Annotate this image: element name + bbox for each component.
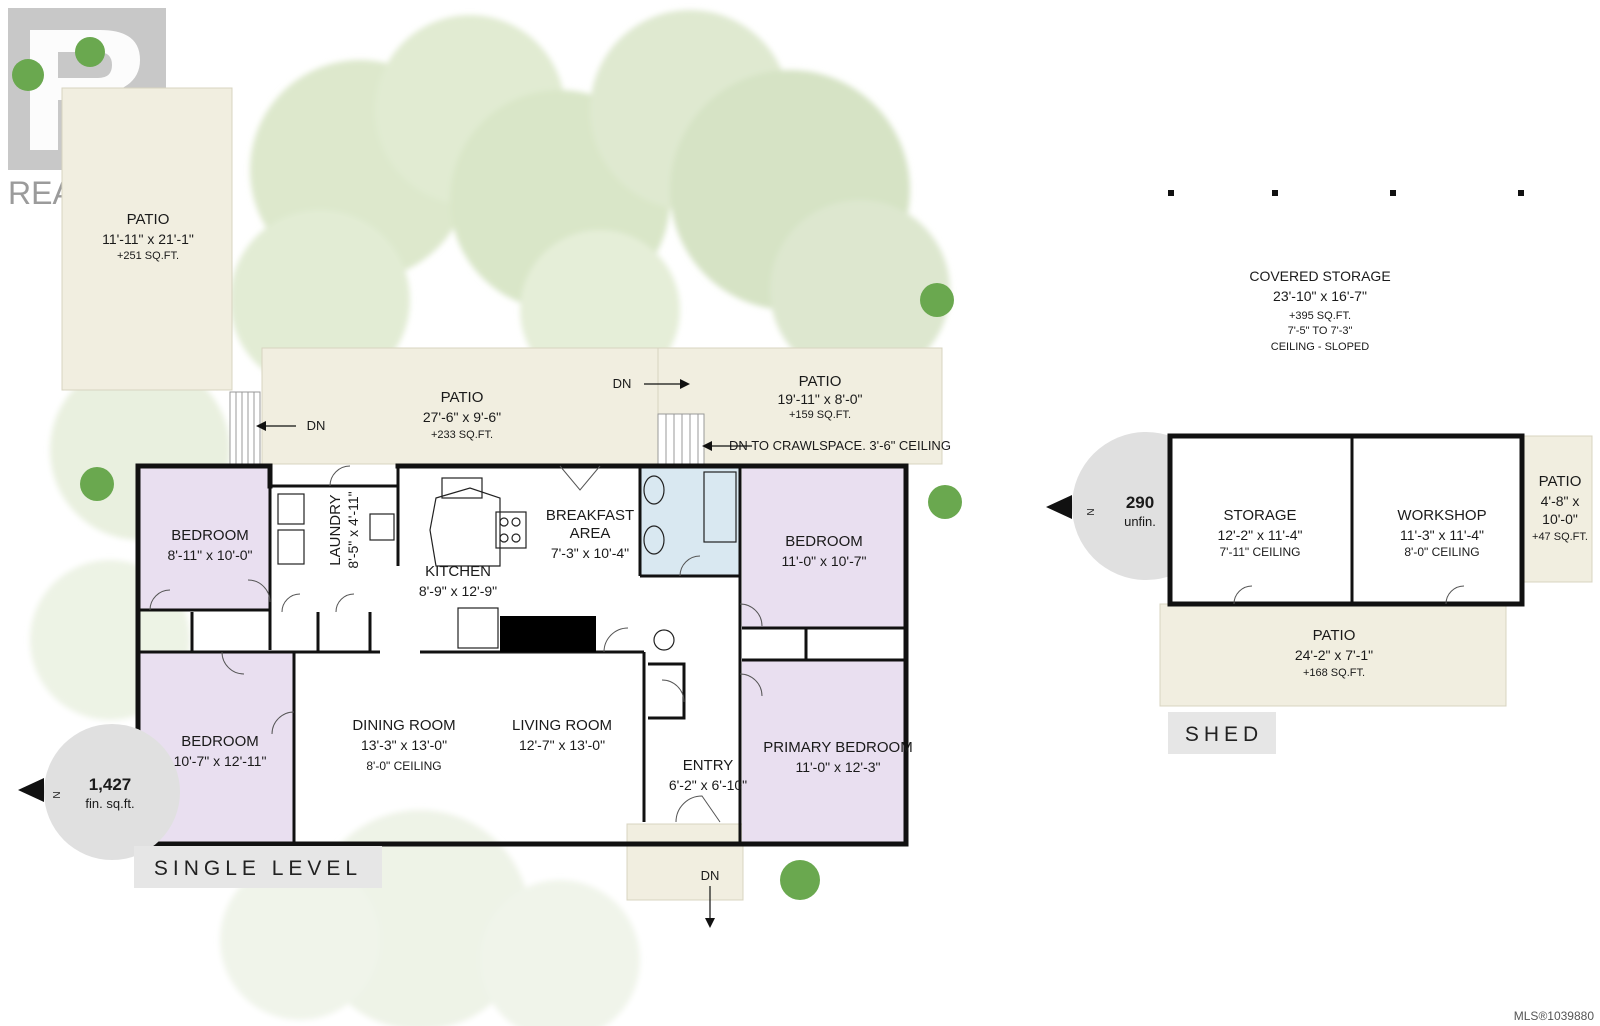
storage-dims: 12'-2" x 11'-4" xyxy=(1217,527,1302,543)
patio-center-sqft: +233 SQ.FT. xyxy=(431,429,493,441)
arrow-left-icon xyxy=(256,421,296,431)
shed-patio-small-sqft: +47 SQ.FT. xyxy=(1532,531,1588,543)
bedroom-northwest-name: BEDROOM xyxy=(171,527,249,544)
north-label-shed: N xyxy=(1086,508,1097,515)
covered-storage-name: COVERED STORAGE xyxy=(1249,268,1390,284)
patio-northwest-sqft: +251 SQ.FT. xyxy=(117,250,179,262)
storage-name: STORAGE xyxy=(1223,507,1296,524)
area-badge-main: 1,427 fin. sq.ft. xyxy=(44,724,180,860)
shed-patio-bottom-sqft: +168 SQ.FT. xyxy=(1303,667,1365,679)
workshop-ceiling: 8'-0" CEILING xyxy=(1404,545,1479,559)
arrow-right-icon xyxy=(644,379,690,389)
bedroom-southwest-dims: 10'-7" x 12'-11" xyxy=(174,753,267,769)
patio-east-dims: 19'-11" x 8'-0" xyxy=(777,391,862,407)
shed-patio-small-name: PATIO xyxy=(1539,473,1582,490)
crawlspace-label: DN TO CRAWLSPACE. 3'-6" CEILING xyxy=(729,438,951,453)
bathroom-fill xyxy=(640,466,740,576)
patio-northwest-dims: 11'-11" x 21'-1" xyxy=(102,231,194,247)
breakfast-name-line2: AREA xyxy=(570,525,611,542)
bathroom-fixtures xyxy=(643,471,737,651)
shed-patio-small xyxy=(1521,435,1593,583)
covered-storage-height: 7'-5" TO 7'-3" xyxy=(1288,325,1353,337)
kitchen-name: KITCHEN xyxy=(425,563,491,580)
shed-tag-background xyxy=(1168,712,1276,754)
stairs-crawlspace xyxy=(657,413,705,467)
bedroom-northwest-dims: 8'-11" x 10'-0" xyxy=(167,547,252,563)
covered-storage-ceiling: CEILING - SLOPED xyxy=(1271,341,1369,353)
storage-ceiling: 7'-11" CEILING xyxy=(1219,545,1300,559)
covered-storage-sqft: +395 SQ.FT. xyxy=(1289,310,1351,322)
bedroom-southwest-name: BEDROOM xyxy=(181,733,259,750)
stairs-down-center-label: DN xyxy=(613,376,632,391)
bedroom-northeast-dims: 11'-0" x 10'-7" xyxy=(781,553,866,569)
bedroom-northeast-name: BEDROOM xyxy=(785,533,863,550)
patio-east-sqft: +159 SQ.FT. xyxy=(789,409,851,421)
laundry-dims: 8'-5" x 4'-11" xyxy=(345,491,361,568)
living-room-name: LIVING ROOM xyxy=(512,717,612,734)
covered-storage-posts xyxy=(1168,190,1524,196)
interior-walls xyxy=(138,466,906,844)
entry-name: ENTRY xyxy=(683,757,734,774)
primary-bedroom-dims: 11'-0" x 12'-3" xyxy=(795,759,880,775)
stairs-down-west-label: DN xyxy=(307,418,326,433)
door-swings xyxy=(149,465,763,823)
laundry-fixtures xyxy=(277,493,395,565)
stairs-down-entry-label: DN xyxy=(701,868,720,883)
kitchen-dims: 8'-9" x 12'-9" xyxy=(419,583,497,599)
north-arrow-icon: N xyxy=(1046,495,1097,519)
shed-patio-bottom-name: PATIO xyxy=(1313,627,1356,644)
level-tag-shed: SHED xyxy=(1185,723,1263,746)
workshop-dims: 11'-3" x 11'-4" xyxy=(1400,527,1484,543)
shed-area-unit: unfin. xyxy=(1124,514,1156,529)
patio-entry xyxy=(626,823,744,901)
kitchen-fixtures xyxy=(429,477,527,649)
level-tag-single: SINGLE LEVEL xyxy=(154,857,362,880)
bedroom-northwest-fill xyxy=(138,466,270,610)
main-area-unit: fin. sq.ft. xyxy=(85,796,134,811)
breakfast-name-line1: BREAKFAST xyxy=(546,507,634,524)
fireplace xyxy=(500,616,596,652)
patio-center xyxy=(261,347,659,465)
north-arrow-icon: N xyxy=(18,778,63,802)
north-label-main: N xyxy=(52,791,63,798)
primary-bedroom-fill xyxy=(742,660,906,844)
workshop-name: WORKSHOP xyxy=(1397,507,1486,524)
living-room-dims: 12'-7" x 13'-0" xyxy=(519,737,605,753)
entry-dims: 6'-2" x 6'-10" xyxy=(669,777,747,793)
arrow-down-icon xyxy=(705,886,715,928)
patio-northwest-name: PATIO xyxy=(127,211,170,228)
dining-room-dims: 13'-3" x 13'-0" xyxy=(361,737,447,753)
covered-storage-dims: 23'-10" x 16'-7" xyxy=(1273,288,1367,304)
stairs-west xyxy=(229,391,261,465)
patio-center-name: PATIO xyxy=(441,389,484,406)
dining-room-name: DINING ROOM xyxy=(352,717,455,734)
main-area-value: 1,427 xyxy=(89,775,132,794)
arrow-left-icon xyxy=(702,441,752,451)
shed-area-value: 290 xyxy=(1126,493,1154,512)
dining-room-ceiling: 8'-0" CEILING xyxy=(366,759,441,773)
level-tag-background xyxy=(134,846,382,888)
shed-patio-bottom xyxy=(1159,603,1507,707)
shed-patio-bottom-dims: 24'-2" x 7'-1" xyxy=(1295,647,1373,663)
tree-foliage-background xyxy=(30,10,950,1026)
bedroom-northeast-fill xyxy=(742,466,906,628)
shrub-icon xyxy=(12,37,962,900)
breakfast-dims: 7'-3" x 10'-4" xyxy=(551,545,629,561)
mls-number: MLS®1039880 xyxy=(1514,1009,1595,1023)
primary-bedroom-name: PRIMARY BEDROOM xyxy=(763,739,912,756)
patio-east-name: PATIO xyxy=(799,373,842,390)
laundry-name: LAUNDRY xyxy=(327,494,344,565)
shed-patio-small-dims-line2: 10'-0" xyxy=(1542,511,1578,527)
patio-northwest xyxy=(61,87,233,391)
shed-interior xyxy=(1170,436,1522,604)
shed-patio-small-dims-line1: 4'-8" x xyxy=(1541,493,1580,509)
patio-center-dims: 27'-6" x 9'-6" xyxy=(423,409,501,425)
shed-walls xyxy=(1167,433,1525,607)
